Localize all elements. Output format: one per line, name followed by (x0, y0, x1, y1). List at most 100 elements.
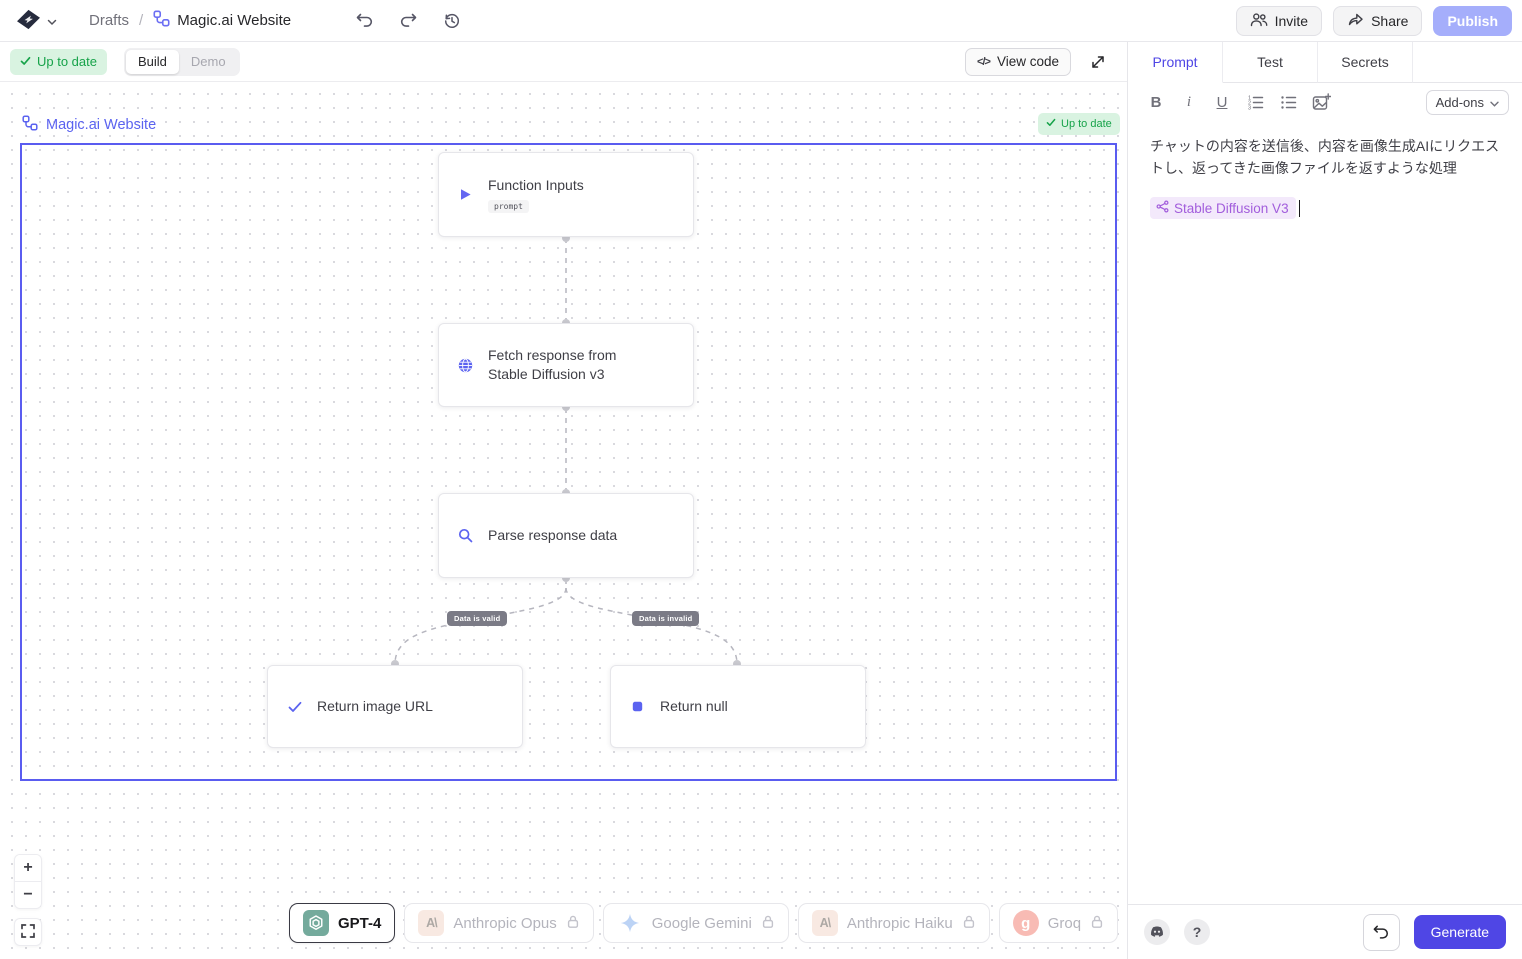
zoom-in-button[interactable]: + (15, 855, 41, 881)
addons-label: Add-ons (1435, 94, 1484, 110)
node-parse-response[interactable]: Parse response data (438, 493, 694, 578)
app-logo-menu[interactable] (12, 7, 61, 35)
openai-icon (303, 910, 329, 936)
status-badge: Up to date (10, 48, 107, 75)
svg-text:2: 2 (1248, 100, 1251, 106)
undo-button[interactable] (353, 11, 376, 30)
redo-button[interactable] (397, 11, 420, 30)
tab-build[interactable]: Build (126, 49, 179, 74)
flow-icon (153, 10, 170, 31)
bullet-list-button[interactable] (1273, 88, 1303, 116)
tab-prompt[interactable]: Prompt (1128, 42, 1223, 83)
model-gpt4-button[interactable]: GPT-4 (289, 903, 396, 943)
anthropic-icon: A\ (418, 910, 445, 936)
check-icon (20, 54, 31, 69)
model-label: Google Gemini (651, 914, 752, 932)
zoom-out-button[interactable]: − (15, 882, 41, 908)
build-demo-toggle: Build Demo (124, 47, 240, 76)
discord-button[interactable] (1144, 919, 1170, 945)
lock-icon (1090, 914, 1104, 933)
underline-button[interactable]: U (1207, 88, 1237, 116)
generate-button[interactable]: Generate (1413, 915, 1506, 949)
history-button[interactable] (441, 10, 463, 32)
fullscreen-icon (21, 923, 35, 941)
breadcrumb-separator: / (139, 12, 144, 29)
ordered-list-button[interactable]: 1 2 3 (1240, 88, 1270, 116)
node-input-tag: prompt (488, 200, 529, 214)
svg-text:3: 3 (1248, 105, 1251, 110)
prompt-text: チャットの内容を送信後、内容を画像生成AIにリクエストし、返ってきた画像ファイル… (1150, 138, 1500, 176)
node-return-null[interactable]: Return null (610, 665, 866, 748)
search-icon (458, 528, 473, 543)
model-label: GPT-4 (338, 914, 382, 932)
anthropic-icon: A\ (811, 910, 838, 936)
app-logo-icon (16, 9, 41, 33)
page-title[interactable]: Magic.ai Website (177, 12, 292, 29)
model-selector-bar: GPT-4 A\ Anthropic Opus Google Gem (289, 903, 1119, 943)
lock-icon (566, 914, 580, 933)
expand-canvas-button[interactable] (1087, 51, 1109, 73)
reset-prompt-button[interactable] (1362, 913, 1400, 951)
canvas-toolbar: Up to date Build Demo </> View code (0, 42, 1127, 82)
flow-icon (22, 115, 38, 135)
node-fetch-stable-diffusion[interactable]: Fetch response from Stable Diffusion v3 (438, 323, 694, 407)
stable-diffusion-chip[interactable]: Stable Diffusion V3 (1150, 197, 1296, 220)
tab-test[interactable]: Test (1223, 42, 1318, 83)
gemini-icon (617, 910, 643, 936)
bold-button[interactable]: B (1141, 88, 1171, 116)
breadcrumb-drafts[interactable]: Drafts (89, 12, 130, 29)
edge-label-invalid: Data is invalid (632, 611, 700, 626)
text-cursor (1298, 199, 1301, 217)
code-icon: </> (977, 55, 991, 68)
flow-selection-rect (20, 143, 1117, 781)
share-label: Share (1371, 12, 1409, 29)
model-google-gemini-button[interactable]: Google Gemini (602, 903, 789, 943)
panel-tabs: Prompt Test Secrets (1128, 42, 1522, 83)
prompt-editor[interactable]: チャットの内容を送信後、内容を画像生成AIにリクエストし、返ってきた画像ファイル… (1128, 121, 1522, 904)
check-icon (287, 701, 302, 713)
check-icon (1046, 118, 1056, 130)
play-icon (458, 188, 473, 201)
canvas-status-label: Up to date (1061, 118, 1112, 130)
help-button[interactable]: ? (1184, 919, 1210, 945)
prompt-panel: Prompt Test Secrets B i U 1 2 3 (1127, 42, 1522, 959)
invite-label: Invite (1274, 12, 1309, 29)
addons-dropdown[interactable]: Add-ons (1425, 89, 1509, 115)
node-return-image-url[interactable]: Return image URL (267, 665, 523, 748)
tab-secrets[interactable]: Secrets (1318, 42, 1413, 83)
canvas-status-badge: Up to date (1038, 113, 1120, 135)
node-title: Return null (660, 698, 728, 715)
insert-image-button[interactable] (1306, 88, 1336, 116)
node-title: Fetch response from Stable Diffusion v3 (488, 347, 617, 382)
model-label: Groq (1047, 914, 1082, 932)
model-anthropic-haiku-button[interactable]: A\ Anthropic Haiku (797, 903, 990, 943)
flow-title[interactable]: Magic.ai Website (22, 115, 156, 135)
format-toolbar: B i U 1 2 3 (1128, 83, 1522, 121)
flow-canvas[interactable]: Magic.ai Website Up to date (0, 82, 1127, 959)
model-anthropic-opus-button[interactable]: A\ Anthropic Opus (404, 903, 594, 943)
share-button[interactable]: Share (1333, 5, 1423, 36)
fit-view-button[interactable] (14, 918, 42, 946)
view-code-button[interactable]: </> View code (965, 47, 1071, 76)
zoom-controls: + − (14, 854, 42, 946)
edge-label-valid: Data is valid (447, 611, 508, 626)
tab-demo[interactable]: Demo (190, 54, 226, 69)
invite-button[interactable]: Invite (1235, 5, 1323, 36)
breadcrumb: Drafts / Magic.ai Website (89, 10, 291, 31)
italic-button[interactable]: i (1174, 88, 1204, 116)
publish-button[interactable]: Publish (1433, 5, 1512, 36)
panel-footer: ? Generate (1128, 904, 1522, 959)
node-title: Return image URL (317, 698, 433, 715)
lock-icon (761, 914, 775, 933)
flow-title-label: Magic.ai Website (46, 117, 157, 133)
model-label: Anthropic Opus (453, 914, 557, 932)
node-title: Function Inputs (488, 176, 584, 193)
model-label: Anthropic Haiku (846, 914, 953, 932)
people-icon (1250, 12, 1268, 30)
model-groq-button[interactable]: g Groq (998, 903, 1119, 943)
square-icon (630, 701, 645, 712)
node-title: Parse response data (488, 527, 618, 544)
share-icon (1347, 11, 1364, 30)
node-function-inputs[interactable]: Function Inputs prompt (438, 152, 694, 237)
globe-icon (458, 358, 473, 373)
